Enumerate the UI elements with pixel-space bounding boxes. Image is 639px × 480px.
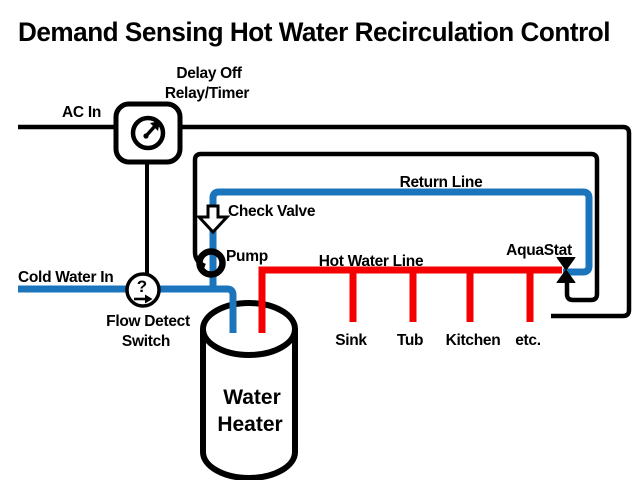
hot-water-pipe <box>258 266 562 333</box>
delay-off-label-line1: Delay Off <box>176 65 242 82</box>
hot-water-line-label: Hot Water Line <box>319 253 424 270</box>
water-heater-label-line1: Water <box>223 386 281 409</box>
fixture-label-sink: Sink <box>335 332 367 349</box>
fixture-label-etc: etc. <box>515 332 541 349</box>
check-valve-label: Check Valve <box>228 203 316 220</box>
timer-dial-arrowhead <box>150 121 160 131</box>
aquastat-icon <box>556 257 576 283</box>
water-heater-top <box>200 300 298 358</box>
flow-switch-icon: ? <box>125 272 161 308</box>
page-title: Demand Sensing Hot Water Recirculation C… <box>18 17 610 47</box>
return-line-pipe <box>209 188 593 289</box>
relay-output-wire <box>180 124 632 319</box>
water-heater <box>200 300 298 480</box>
water-heater-label-line2: Heater <box>217 413 282 436</box>
cold-water-in-label: Cold Water In <box>18 269 113 286</box>
ac-in-label: AC In <box>62 104 101 121</box>
pump-control-loop-wire <box>192 151 600 303</box>
fixture-label-kitchen: Kitchen <box>446 332 501 349</box>
return-line-label: Return Line <box>400 174 483 191</box>
flow-switch-question-mark: ? <box>137 277 147 296</box>
flow-detect-label-line1: Flow Detect <box>106 313 190 330</box>
pump-icon <box>196 248 226 278</box>
aquastat-label: AquaStat <box>506 242 572 259</box>
fixture-label-tub: Tub <box>397 332 423 349</box>
pump-label: Pump <box>226 248 268 265</box>
timer-dial-needle <box>144 124 157 138</box>
delay-off-label-line2: Relay/Timer <box>165 85 250 102</box>
water-heater-body <box>200 329 298 480</box>
flow-detect-label-line2: Switch <box>122 333 170 350</box>
relay-timer-icon <box>113 101 183 165</box>
cold-water-pipe <box>18 285 237 333</box>
check-valve-icon <box>195 204 231 235</box>
flow-arrow-head <box>145 294 153 304</box>
